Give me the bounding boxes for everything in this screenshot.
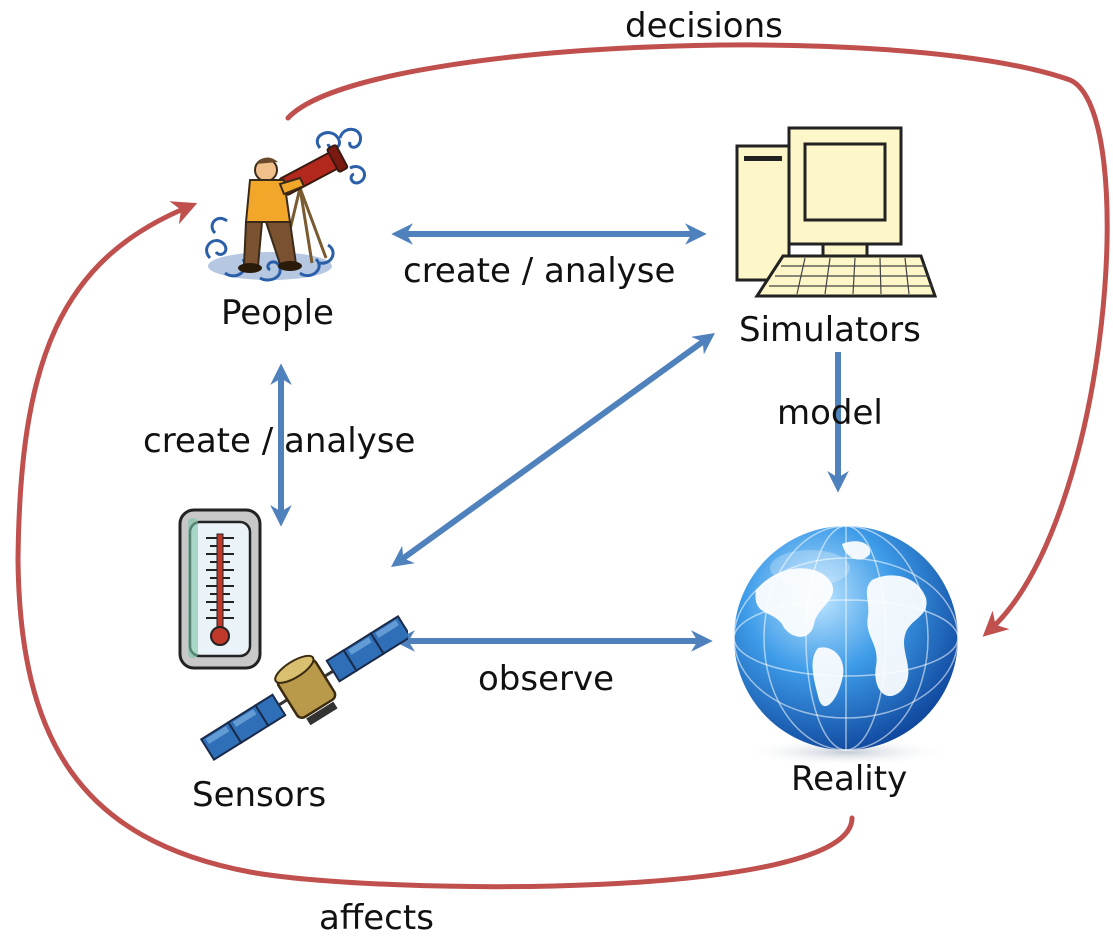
sensors-reality-edge-label: observe: [478, 659, 615, 699]
astronomer-with-telescope-icon: [205, 127, 366, 282]
sensors-label: Sensors: [192, 775, 327, 815]
reality-label: Reality: [791, 759, 908, 799]
desktop-computer-icon: [735, 126, 938, 298]
decisions-arrow: [285, 42, 1110, 637]
people-label: People: [221, 293, 334, 333]
simulators-reality-edge-label: model: [777, 393, 883, 433]
affects-edge-label: affects: [319, 898, 434, 938]
decisions-edge-label: decisions: [625, 6, 783, 46]
thermometer-and-satellite-icon: [178, 508, 408, 762]
globe-icon: [733, 525, 959, 766]
simulators-label: Simulators: [739, 310, 921, 350]
sensors-simulators-arrow: [390, 332, 716, 568]
affects-arrow: [15, 201, 855, 890]
people-sensors-edge-label: create / analyse: [143, 421, 416, 461]
people-simulators-edge-label: create / analyse: [403, 251, 676, 291]
